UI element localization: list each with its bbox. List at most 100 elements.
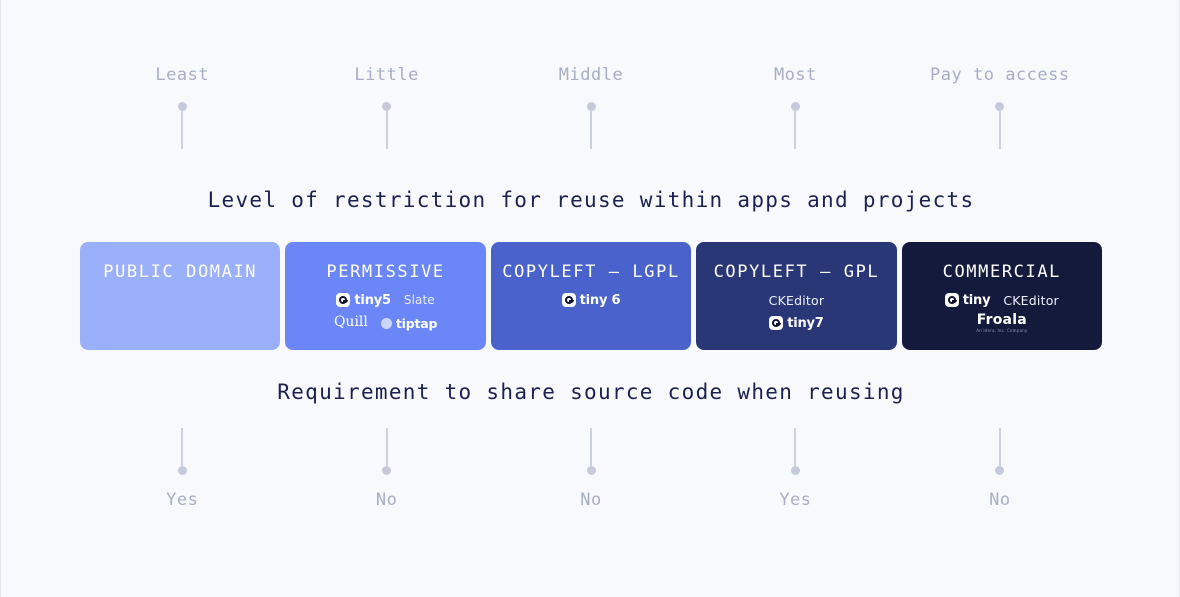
product-logo-row: tiny5 Slate [336,290,435,310]
product-logo-label: tiny 6 [579,292,621,308]
tiny-logo-icon [561,293,576,307]
scale-tick-little: Little [284,64,488,169]
scale-tick-label: No [989,490,1011,510]
scale-tick-commercial-answer: No [898,428,1102,528]
pin-stem-icon [385,428,388,466]
scale-tick-public-domain-answer: Yes [80,428,284,528]
scale-tick-middle: Middle [489,64,693,169]
pin-stem-icon [181,111,184,149]
scale-tick-pay-to-access: Pay to access [898,64,1102,169]
product-logo-sublabel: An Idera, Inc. Company [976,328,1028,333]
product-logo-row: tiny CKEditor [944,290,1059,310]
pin-dot-icon [586,466,596,475]
product-logo-list: tiny CKEditor Froala An Idera, Inc. Comp… [944,290,1059,333]
product-logo-list: tiny5 Slate Quill tiptap [333,290,438,333]
license-card-public-domain[interactable]: PUBLIC DOMAIN [80,242,281,350]
restriction-scale-top: Least Little Middle Most [80,64,1102,169]
product-logo-label: CKEditor [768,292,825,308]
pin-marker-down-icon [586,102,596,149]
scale-tick-label: Most [773,65,817,85]
license-card-title: COPYLEFT — GPL [713,262,880,282]
share-source-scale-bottom: Yes No No Yes [80,428,1102,528]
pin-marker-down-icon [790,102,800,149]
pin-dot-icon [177,466,187,475]
pin-stem-icon [998,111,1001,149]
product-logo-row: CKEditor [769,290,825,310]
license-card-copyleft-lgpl[interactable]: COPYLEFT — LGPL tiny 6 [490,242,692,350]
product-logo-label: Slate [403,293,435,307]
pin-marker-up-icon [382,428,392,475]
scale-tick-permissive-answer: No [284,428,488,528]
product-logo-row: tiny7 [769,313,824,333]
license-card-title: PERMISSIVE [326,262,445,282]
product-logo-row: tiny 6 [561,290,621,310]
license-card-title: PUBLIC DOMAIN [103,262,258,282]
pin-stem-icon [590,428,593,466]
product-logo-ckeditor: CKEditor [1003,293,1059,308]
product-logo-label: Froala [976,312,1027,328]
pin-dot-icon [995,102,1005,111]
license-card-copyleft-gpl[interactable]: COPYLEFT — GPL CKEditor tiny7 [696,242,897,350]
product-logo-tiny5: tiny5 [336,292,391,308]
tiptap-logo-icon [380,317,392,329]
pin-dot-icon [382,102,392,111]
product-logo-tiny: tiny [944,292,991,308]
product-logo-list: tiny 6 [561,290,621,310]
scale-tick-label: Pay to access [930,65,1070,85]
product-logo-row: Froala An Idera, Inc. Company [976,313,1027,333]
tiny-logo-icon [769,316,784,330]
license-card-permissive[interactable]: PERMISSIVE tiny5 Slate Quill [285,242,486,350]
product-logo-quill: Quill [333,314,368,331]
product-logo-list: CKEditor tiny7 [769,290,825,333]
pin-dot-icon [995,466,1005,475]
product-logo-label: tiptap [395,315,438,331]
pin-marker-up-icon [177,428,187,475]
scale-tick-label: Least [155,65,210,85]
license-category-bars: PUBLIC DOMAIN PERMISSIVE tiny5 Slate [80,242,1103,350]
product-logo-ckeditor: CKEditor [769,293,825,308]
scale-tick-gpl-answer: Yes [693,428,897,528]
heading-restriction-level: Level of restriction for reuse within ap… [207,188,975,212]
scale-tick-lgpl-answer: No [489,428,693,528]
pin-stem-icon [590,111,593,149]
tiny-logo-icon [336,293,351,307]
product-logo-tiptap: tiptap [380,315,438,331]
pin-dot-icon [177,102,187,111]
product-logo-slate: Slate [404,293,435,307]
scale-tick-least: Least [80,64,284,169]
pin-stem-icon [794,111,797,149]
product-logo-froala: Froala An Idera, Inc. Company [976,313,1027,333]
pin-stem-icon [794,428,797,466]
pin-dot-icon [382,466,392,475]
product-logo-label: tiny7 [787,315,824,331]
product-logo-label: tiny5 [354,292,391,308]
pin-marker-down-icon [995,102,1005,149]
license-card-title: COPYLEFT — LGPL [502,262,680,282]
product-logo-label: tiny [962,292,991,308]
tiny-logo-icon [944,293,959,307]
heading-share-source-requirement: Requirement to share source code when re… [277,380,905,404]
product-logo-label: Quill [333,314,368,330]
pin-marker-up-icon [995,428,1005,475]
scale-tick-label: Yes [166,490,199,510]
pin-marker-down-icon [382,102,392,149]
license-card-commercial[interactable]: COMMERCIAL tiny CKEditor Froala An Idera… [901,242,1103,350]
scale-tick-label: Little [354,65,419,85]
pin-marker-down-icon [177,102,187,149]
pin-dot-icon [790,102,800,111]
pin-stem-icon [181,428,184,466]
license-card-title: COMMERCIAL [942,262,1061,282]
scale-tick-label: Middle [558,65,624,85]
scale-tick-most: Most [693,64,897,169]
pin-dot-icon [790,466,800,475]
scale-tick-label: Yes [779,490,812,510]
product-logo-row: Quill tiptap [333,313,438,333]
pin-stem-icon [385,111,388,149]
pin-stem-icon [998,428,1001,466]
pin-marker-up-icon [586,428,596,475]
scale-tick-label: No [375,490,398,510]
product-logo-tiny6: tiny 6 [561,292,621,308]
product-logo-label: CKEditor [1003,292,1059,308]
product-logo-tiny7: tiny7 [769,315,824,331]
